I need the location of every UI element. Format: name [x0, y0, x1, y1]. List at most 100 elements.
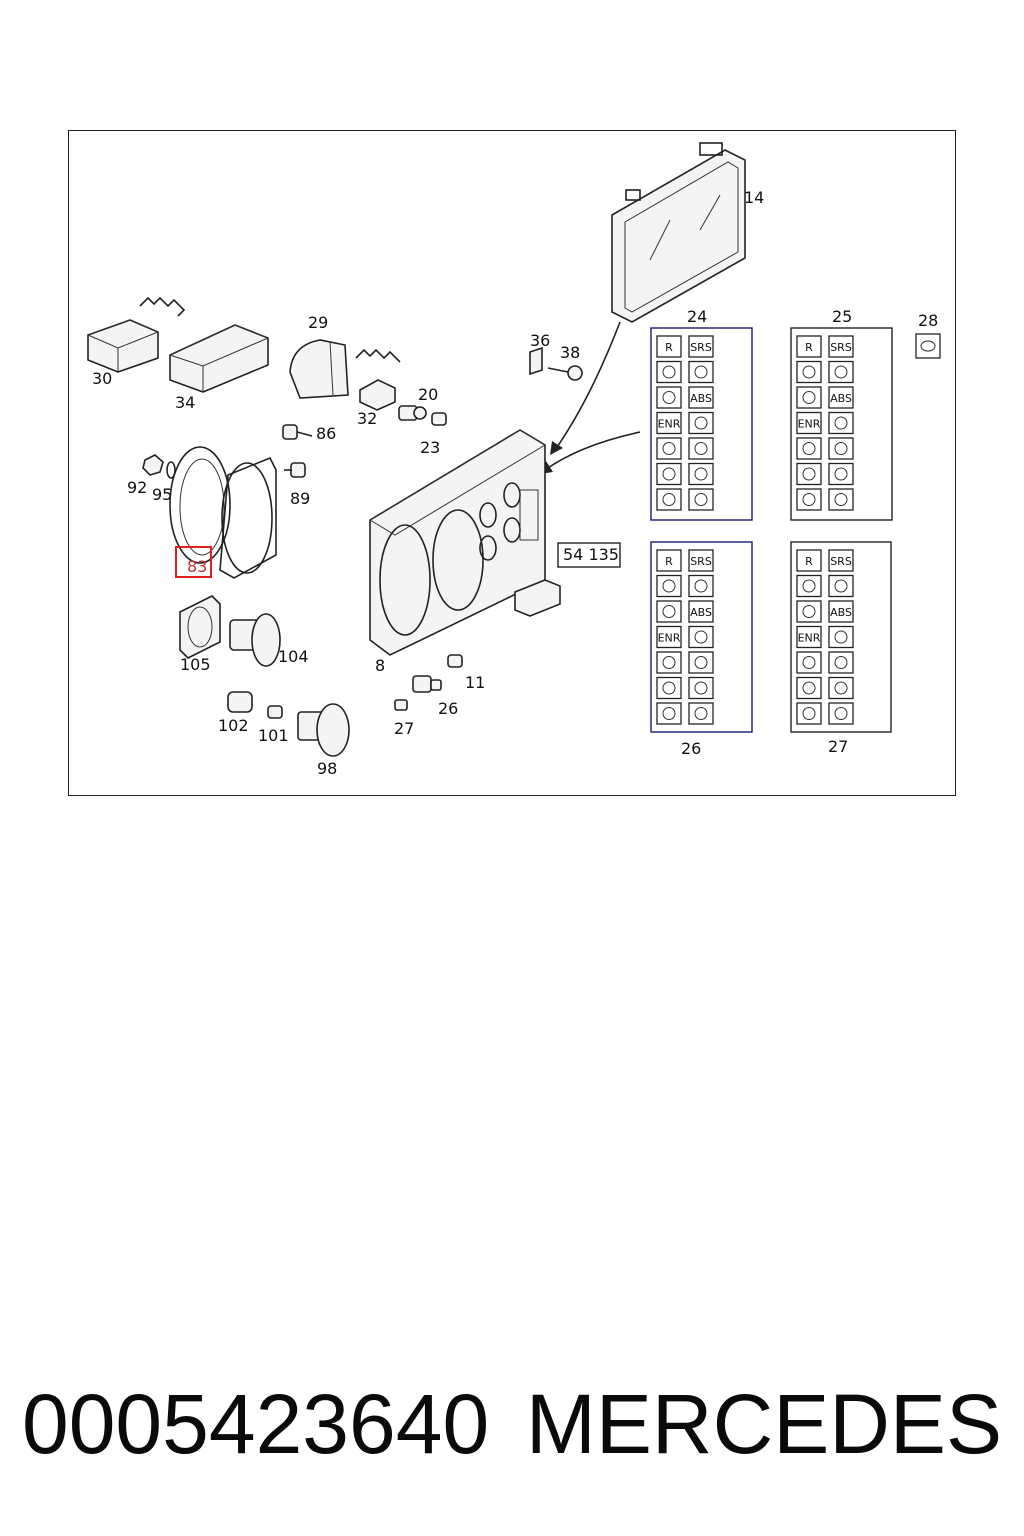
panel-26-symbol-text: SRS	[690, 555, 712, 568]
panel-25-symbol-glyph	[802, 391, 816, 404]
part-89-screw[interactable]	[284, 462, 306, 478]
label-20: 20	[418, 385, 438, 404]
panel-27-symbol-icon	[796, 676, 822, 700]
panel-26-symbol-icon	[688, 600, 714, 623]
part-98-gauge[interactable]	[297, 703, 350, 757]
panel-25-symbol-icon	[796, 437, 822, 460]
panel-24-symbol-text: SRS	[690, 341, 712, 354]
label-5: 8	[375, 656, 385, 675]
panel-26-symbol-icon	[688, 676, 714, 700]
panel-27-symbol-glyph	[802, 605, 816, 618]
panel-25-symbol-icon	[828, 411, 854, 435]
panel-26-symbol-glyph	[694, 579, 708, 593]
part-101-bulb[interactable]	[267, 705, 283, 719]
panel-27-symbol-icon	[828, 702, 854, 725]
panel-26-symbol-glyph	[694, 630, 708, 644]
panel-25-symbol-text: SRS	[830, 341, 852, 354]
part-92-nut[interactable]	[142, 454, 164, 476]
panel-24-symbol-icon	[656, 488, 682, 511]
part-28-symbol[interactable]	[915, 333, 941, 359]
panel-24-symbol-icon	[656, 411, 682, 435]
part-23-bulb[interactable]	[431, 412, 447, 426]
panel-25-symbol-icon	[796, 411, 822, 435]
part-104-gauge[interactable]	[229, 613, 281, 667]
part-5-instrument-cluster[interactable]	[369, 429, 546, 656]
label-38: 38	[560, 343, 580, 362]
panel-24-symbol-icon	[656, 335, 682, 358]
panel-25-symbol-icon	[796, 360, 822, 384]
panel-27-symbol-icon	[796, 549, 822, 572]
part-95-washer[interactable]	[166, 461, 176, 479]
label-11: 27	[394, 719, 414, 738]
panel-27-symbol-text: R	[805, 555, 813, 568]
panel-26-symbol-icon	[688, 702, 714, 725]
panel-25-symbol-text: ENR	[798, 418, 821, 431]
panel-24-symbol-icon	[656, 360, 682, 384]
panel-26-symbol-icon	[656, 676, 682, 700]
label-27-text: 27	[828, 737, 848, 756]
panel-25-symbol-glyph	[834, 416, 848, 430]
panel-24-symbol-glyph	[662, 391, 676, 404]
panel-27-symbol-icon	[796, 702, 822, 725]
panel-27-symbol-icon	[796, 625, 822, 649]
panel-24-symbol-glyph	[662, 467, 676, 481]
part-bezel-frame[interactable]	[219, 456, 277, 579]
diagram-frame	[68, 130, 956, 796]
label-25: 25	[832, 307, 852, 326]
part-34-module[interactable]	[168, 324, 270, 393]
panel-26-symbol-icon	[656, 600, 682, 623]
panel-26-symbol-icon	[656, 651, 682, 674]
part-11-bulb[interactable]	[394, 699, 408, 711]
panel-26-symbol-icon	[688, 574, 714, 598]
label-28: 28	[918, 311, 938, 330]
footer-part-line: 0005423640 MERCEDES	[0, 1376, 1024, 1471]
part-105-gasket[interactable]	[179, 595, 221, 659]
label-83: 83	[187, 557, 207, 576]
part-17-bulb[interactable]	[447, 654, 463, 668]
panel-26-symbol-text: ABS	[690, 606, 712, 619]
panel-26-symbol-icon	[688, 549, 714, 572]
panel-26-symbol-glyph	[662, 656, 676, 669]
reference-box-text: 54 135	[563, 545, 619, 564]
panel-24-symbol-glyph	[662, 365, 676, 379]
part-102-socket[interactable]	[227, 691, 253, 713]
label-95: 95	[152, 485, 172, 504]
part-86-screw[interactable]	[282, 424, 313, 440]
panel-27-symbol-icon	[828, 549, 854, 572]
panel-26-symbol-icon	[656, 574, 682, 598]
panel-24-symbol-icon	[688, 411, 714, 435]
label-17: 11	[465, 673, 485, 692]
panel-26-symbol-icon	[688, 625, 714, 649]
panel-24-symbol-icon	[688, 488, 714, 511]
panel-25-symbol-icon	[796, 335, 822, 358]
parts-diagram: 14 30 34 29 32 20 23 36	[86, 142, 941, 778]
panel-27-symbol-icon	[828, 600, 854, 623]
part-30-connector[interactable]	[86, 319, 160, 373]
part-32-clip[interactable]	[359, 379, 396, 411]
part-8-socket[interactable]	[412, 675, 442, 693]
panel-25-symbol-glyph	[802, 442, 816, 455]
panel-27-symbol-icon	[796, 651, 822, 674]
reference-box	[557, 542, 621, 568]
part-83-ring[interactable]	[169, 446, 231, 564]
part-54135-module[interactable]	[514, 579, 561, 617]
part-20-bulb-holder[interactable]	[398, 405, 427, 421]
panel-25-symbol-text: R	[805, 341, 813, 354]
panel-26-symbol-text: R	[665, 555, 673, 568]
panel-24-symbol-icon	[688, 386, 714, 409]
part-29-housing[interactable]	[289, 339, 349, 399]
panel-26-symbol-icon	[656, 625, 682, 649]
panel-25-symbol-text: ABS	[830, 392, 852, 405]
panel-25-symbol-icon	[828, 360, 854, 384]
part-14-glass[interactable]	[611, 142, 746, 323]
label-26-text: 26	[681, 739, 701, 758]
brand-name: MERCEDES	[525, 1377, 1002, 1471]
panel-24-symbol-glyph	[662, 493, 676, 506]
panel-26-symbol-glyph	[662, 707, 676, 720]
panel-24-symbol-icon	[688, 462, 714, 486]
part-38-screw[interactable]	[547, 365, 583, 381]
part-36-bracket[interactable]	[529, 346, 543, 376]
panel-27-symbol-text: ENR	[798, 632, 821, 645]
